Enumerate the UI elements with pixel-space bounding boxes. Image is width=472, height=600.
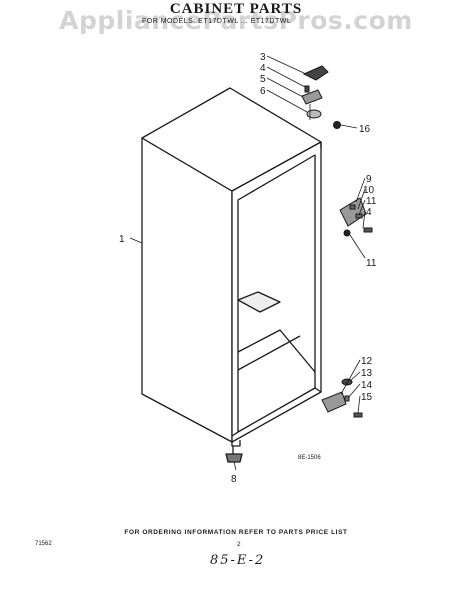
callout-15: 15: [361, 392, 373, 403]
hinge-screw: [304, 85, 310, 93]
leveling-leg: [225, 453, 243, 463]
callout-4: 4: [260, 63, 266, 74]
callout-10: 10: [363, 185, 375, 196]
page-title: CABINET PARTS: [169, 1, 303, 17]
center-hinge: [339, 197, 367, 227]
top-hinge-assembly: [301, 65, 341, 129]
watermark: AppliancePartsPros.com: [59, 6, 413, 35]
callout-16: 16: [359, 124, 371, 135]
callout-6: 6: [260, 86, 266, 97]
callout-9: 9: [366, 174, 372, 185]
hinge-pin-washer: [333, 121, 341, 129]
document-code: 71562: [35, 541, 52, 547]
callout-12: 12: [361, 356, 373, 367]
hinge-cover: [302, 65, 329, 81]
cabinet-front-frame: [231, 141, 322, 443]
hinge-shim: [306, 109, 322, 119]
callout-4b: 4: [366, 207, 372, 218]
page-number: 2: [237, 541, 241, 548]
callout-5: 5: [260, 74, 266, 85]
callout-11b: 11: [366, 258, 377, 269]
hinge-plate: [301, 89, 323, 105]
bottom-hinge: [321, 391, 347, 413]
callout-13: 13: [361, 368, 373, 379]
handwritten-note: 85-E-2: [210, 553, 266, 568]
callout-8: 8: [231, 474, 237, 485]
diagram-reference: 8E-1506: [298, 455, 321, 461]
model-line: FOR MODELS: ET17DTWL ... ET17DTWL: [142, 18, 292, 25]
callout-14: 14: [361, 380, 373, 391]
bottom-hinge-assembly: [321, 378, 363, 418]
callout-1: 1: [119, 234, 125, 245]
ordering-note: FOR ORDERING INFORMATION REFER TO PARTS …: [124, 529, 348, 536]
callout-11: 11: [366, 196, 377, 207]
callout-3: 3: [260, 52, 266, 63]
